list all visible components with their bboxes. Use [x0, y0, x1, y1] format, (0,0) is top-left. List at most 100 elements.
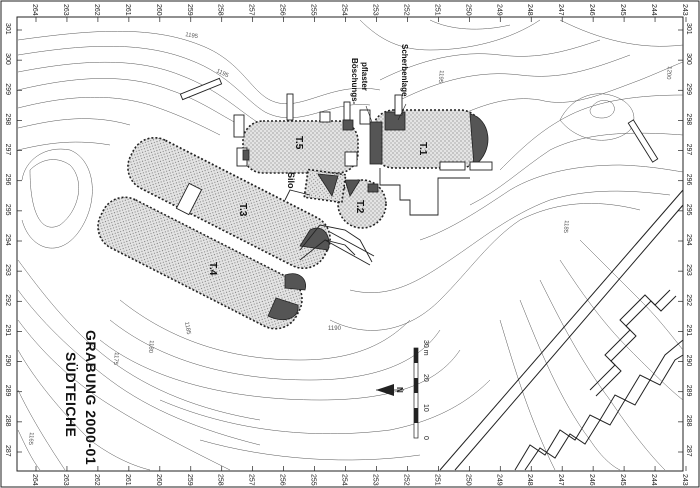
wall-segment [286, 93, 294, 121]
wall-outline [379, 168, 470, 216]
grid-label: 250 [464, 4, 471, 16]
grid-label: 298 [685, 113, 692, 125]
north-arrow-icon: N [376, 384, 404, 396]
grid-label: 290 [685, 355, 692, 367]
dark-feature [344, 179, 361, 197]
grid-label: 254 [341, 4, 348, 16]
grid-label: 258 [217, 474, 224, 486]
leader-line [365, 105, 373, 123]
wall-segment [394, 94, 403, 116]
grid-label: 245 [619, 474, 626, 486]
grid-label: 301 [4, 23, 11, 35]
wall-segment [469, 161, 493, 171]
grid-label: 289 [4, 385, 11, 397]
grid-label: 257 [248, 4, 255, 16]
grid-label: 248 [526, 4, 533, 16]
leader-line [397, 103, 407, 121]
modern-boundary-wall [439, 189, 684, 471]
grid-label: 250 [464, 474, 471, 486]
grid-label: 244 [650, 474, 657, 486]
grid-label: 248 [526, 474, 533, 486]
wall-fragment [179, 77, 223, 101]
wall-segment [344, 151, 358, 167]
grid-label: 301 [685, 23, 692, 35]
label-t4: T.4 [207, 262, 218, 276]
grid-label: 253 [371, 474, 378, 486]
grid-label: 252 [402, 474, 409, 486]
grid-label: 256 [279, 474, 286, 486]
north-label: N [395, 387, 404, 393]
grid-label: 300 [685, 53, 692, 65]
grid-label: 299 [685, 83, 692, 95]
map-title-line1: SÜDTEICHE [63, 352, 79, 437]
grid-label: 291 [4, 324, 11, 336]
contour-label: 1195 [437, 70, 444, 84]
grid-label: 247 [557, 4, 564, 16]
grid-label: 287 [4, 445, 11, 457]
grid-label: 290 [4, 355, 11, 367]
grid-label: 289 [685, 385, 692, 397]
wall-fragment [627, 119, 659, 163]
contour-label: 1190 [328, 326, 342, 332]
grid-label: 292 [4, 294, 11, 306]
grid-label: 288 [685, 415, 692, 427]
trench-t5 [233, 93, 359, 174]
dark-feature [299, 227, 330, 251]
label-boeschung-2: pflaster [360, 62, 369, 91]
grid-label: 263 [62, 4, 69, 16]
contour-labels: 1195 1195 1200 1195 1185 1180 1175 1185 … [27, 32, 672, 446]
wall-segment [439, 161, 466, 171]
wall-segment [343, 101, 351, 121]
grid-label: 256 [279, 4, 286, 16]
grid-label: 251 [433, 4, 440, 16]
grid-label: 261 [124, 4, 131, 16]
grid-label: 300 [4, 53, 11, 65]
grid-label: 246 [588, 4, 595, 16]
grid-label: 264 [31, 4, 38, 16]
trench-t1 [359, 94, 493, 216]
trench-t4-area [97, 196, 303, 330]
grid-label: 249 [495, 474, 502, 486]
grid-label: 259 [186, 474, 193, 486]
wall-segment [175, 182, 203, 216]
right-grid-labels: 3013002992982972962952942932922912902892… [678, 23, 692, 457]
trench-t2 [337, 179, 387, 229]
label-t1: T.1 [417, 142, 428, 156]
grid-label: 255 [310, 4, 317, 16]
grid-label: 293 [685, 264, 692, 276]
grid-label: 259 [186, 4, 193, 16]
contour-label: 1195 [185, 32, 199, 40]
grid-label: 297 [685, 144, 692, 156]
grid-label: 260 [155, 474, 162, 486]
label-t3: T.3 [237, 203, 248, 217]
grid-label: 291 [685, 324, 692, 336]
contour-label: 1185 [183, 321, 191, 335]
grid-label: 261 [124, 474, 131, 486]
grid-label: 260 [155, 4, 162, 16]
grid-label: 262 [93, 474, 100, 486]
grid-label: 245 [619, 4, 626, 16]
grid-label: 255 [310, 474, 317, 486]
grid-label: 264 [31, 474, 38, 486]
scale-tick: 10 [422, 404, 429, 412]
map-title-line2: GRABUNG 2000-01 [83, 330, 99, 465]
dark-feature [284, 273, 307, 291]
silo [303, 168, 347, 204]
wall-segment [319, 111, 331, 123]
grid-label: 292 [685, 294, 692, 306]
grid-label: 246 [588, 474, 595, 486]
grid-label: 295 [4, 204, 11, 216]
dark-feature [367, 183, 379, 193]
trench-t4 [97, 196, 307, 330]
grid-label: 249 [495, 4, 502, 16]
trench-t5-area [242, 120, 359, 174]
wall-segment [233, 114, 245, 138]
grid-label: 297 [4, 144, 11, 156]
grid-label: 296 [685, 174, 692, 186]
contour-label: 1185 [562, 220, 569, 234]
grid-label: 243 [681, 4, 688, 16]
trench-t3 [127, 136, 331, 270]
scale-tick: 30 m [422, 340, 429, 356]
grid-label: 293 [4, 264, 11, 276]
